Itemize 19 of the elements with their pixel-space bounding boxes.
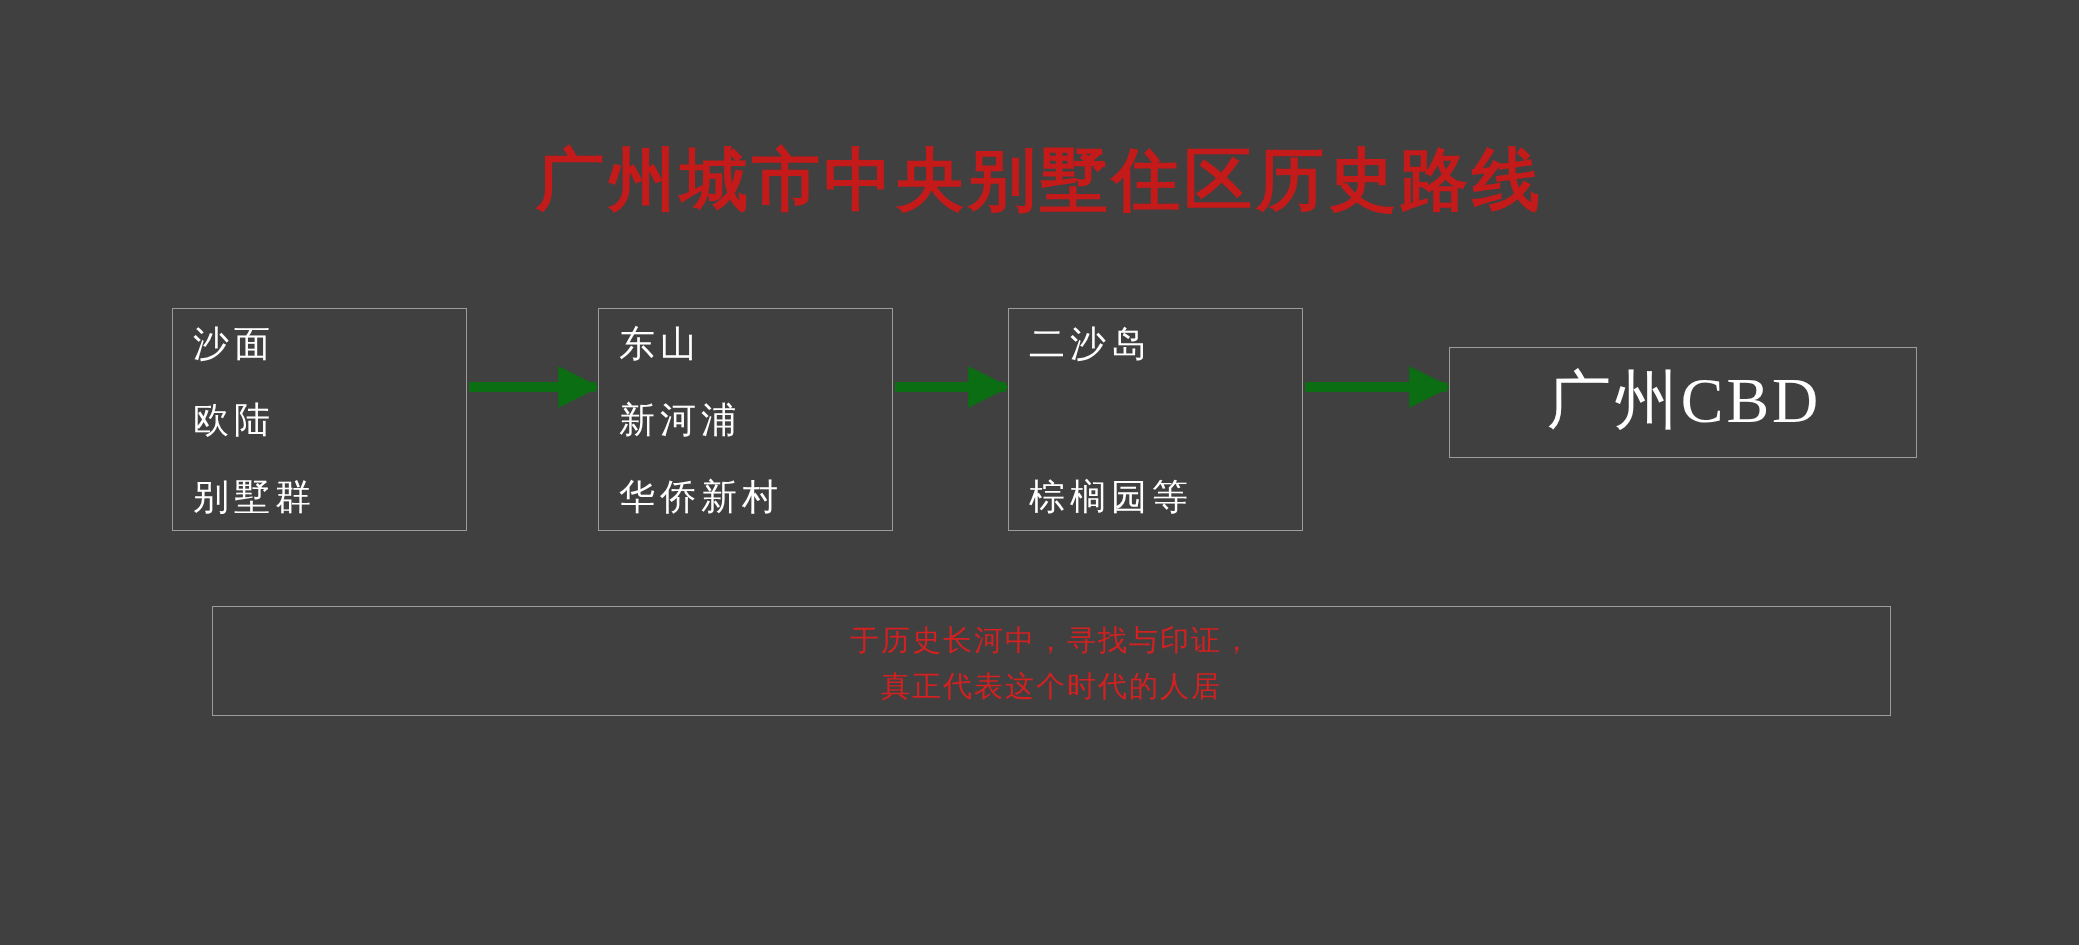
node-text: 二沙岛 xyxy=(1029,324,1152,364)
node-text: 华侨新村 xyxy=(619,477,783,517)
node-text: 别墅群 xyxy=(193,477,316,517)
note-box xyxy=(212,606,1891,716)
process-box xyxy=(172,308,467,531)
node-text: 于历史长河中，寻找与印证，真正代表这个时代的人居 xyxy=(849,622,1254,706)
node-text: 棕榈园等 xyxy=(1029,477,1193,517)
node-text: 广州CBD xyxy=(1545,366,1823,437)
title: 广州城市中央别墅住区历史路线 xyxy=(535,145,1544,213)
process-box xyxy=(1008,308,1303,531)
node-text: 沙面 xyxy=(193,324,275,364)
node-text: 东山 xyxy=(619,324,701,364)
node-text: 欧陆 xyxy=(193,400,275,440)
node-text: 新河浦 xyxy=(619,400,742,440)
arrow xyxy=(895,366,1011,408)
arrow xyxy=(469,366,601,408)
process-box xyxy=(598,308,893,531)
arrow xyxy=(1305,366,1452,408)
process-box xyxy=(1449,347,1917,458)
